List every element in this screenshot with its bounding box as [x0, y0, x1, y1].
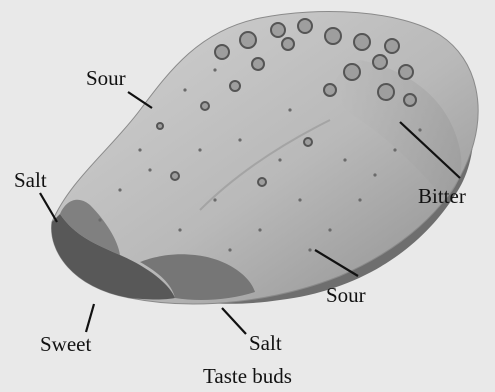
label-salt-bottom: Salt	[249, 333, 282, 354]
leader-sweet	[86, 304, 94, 332]
label-sour-top: Sour	[86, 68, 126, 89]
label-sweet: Sweet	[40, 334, 91, 355]
label-sour-right: Sour	[326, 285, 366, 306]
label-salt-left: Salt	[14, 170, 47, 191]
figure-caption: Taste buds	[0, 366, 495, 387]
leader-salt-left	[40, 193, 57, 222]
leader-salt-bottom	[222, 308, 246, 334]
label-bitter: Bitter	[418, 186, 466, 207]
